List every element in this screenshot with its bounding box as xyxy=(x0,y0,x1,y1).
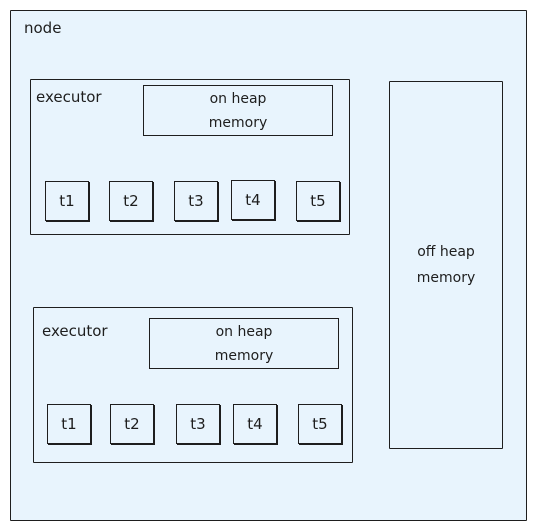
on-heap-memory-2: on heap memory xyxy=(149,318,339,369)
on-heap-memory-1: on heap memory xyxy=(143,85,333,136)
on-heap-line1-1: on heap xyxy=(209,90,267,107)
task-2-3: t3 xyxy=(176,404,220,444)
node-label: node xyxy=(24,19,62,37)
task-2-5: t5 xyxy=(298,404,342,444)
on-heap-line2-1: memory xyxy=(208,114,268,131)
task-1-2: t2 xyxy=(109,181,153,221)
on-heap-line2-2: memory xyxy=(214,347,274,364)
task-1-1: t1 xyxy=(45,181,89,221)
task-1-3: t3 xyxy=(174,181,218,221)
on-heap-line1-2: on heap xyxy=(215,323,273,340)
task-2-4: t4 xyxy=(233,404,277,444)
task-1-5: t5 xyxy=(296,181,340,221)
off-heap-memory: off heap memory xyxy=(389,81,503,449)
task-2-2: t2 xyxy=(110,404,154,444)
executor-box-2 xyxy=(33,307,353,463)
off-heap-line2: memory xyxy=(416,270,476,286)
task-1-4: t4 xyxy=(231,180,275,220)
executor-label-1: executor xyxy=(36,88,102,106)
executor-label-2: executor xyxy=(42,322,108,340)
task-2-1: t1 xyxy=(47,404,91,444)
off-heap-line1: off heap xyxy=(417,244,475,260)
